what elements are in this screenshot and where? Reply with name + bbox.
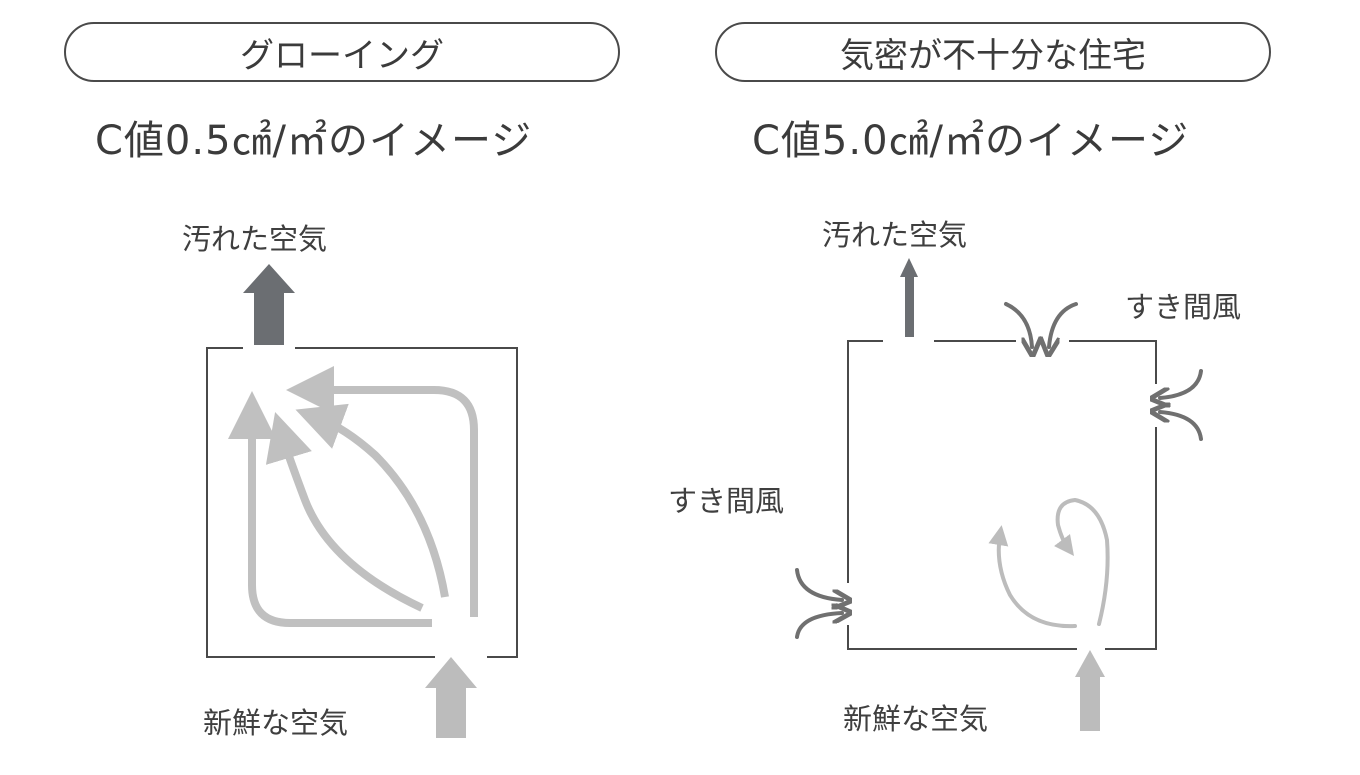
right-exhaust-arrow-icon xyxy=(900,258,918,337)
right-house-outline xyxy=(847,340,1157,650)
left-subtitle: C値0.5㎠/㎡のイメージ xyxy=(95,118,533,164)
left-intake-arrow-icon xyxy=(425,657,477,738)
left-exhaust-label: 汚れた空気 xyxy=(182,222,328,256)
right-intake-arrow-icon xyxy=(1075,650,1105,731)
left-house-outline xyxy=(206,347,518,658)
right-exhaust-label: 汚れた空気 xyxy=(822,218,968,252)
right-header-text: 気密が不十分な住宅 xyxy=(840,35,1146,76)
left-intake-label: 新鮮な空気 xyxy=(203,706,349,740)
right-subtitle: C値5.0㎠/㎡のイメージ xyxy=(752,118,1190,164)
left-header-text: グローイング xyxy=(240,35,444,76)
left-header-pill: グローイング xyxy=(64,22,620,82)
left-airflow-paths xyxy=(228,366,478,627)
right-draft-arrows-icon xyxy=(795,302,1203,639)
left-exhaust-arrow-icon xyxy=(243,264,295,345)
right-draft-label-left: すき間風 xyxy=(668,484,785,518)
right-intake-label: 新鮮な空気 xyxy=(843,702,989,736)
right-swirl-airflow xyxy=(988,497,1110,629)
right-header-pill: 気密が不十分な住宅 xyxy=(715,22,1271,82)
right-draft-label-top: すき間風 xyxy=(1125,290,1242,324)
